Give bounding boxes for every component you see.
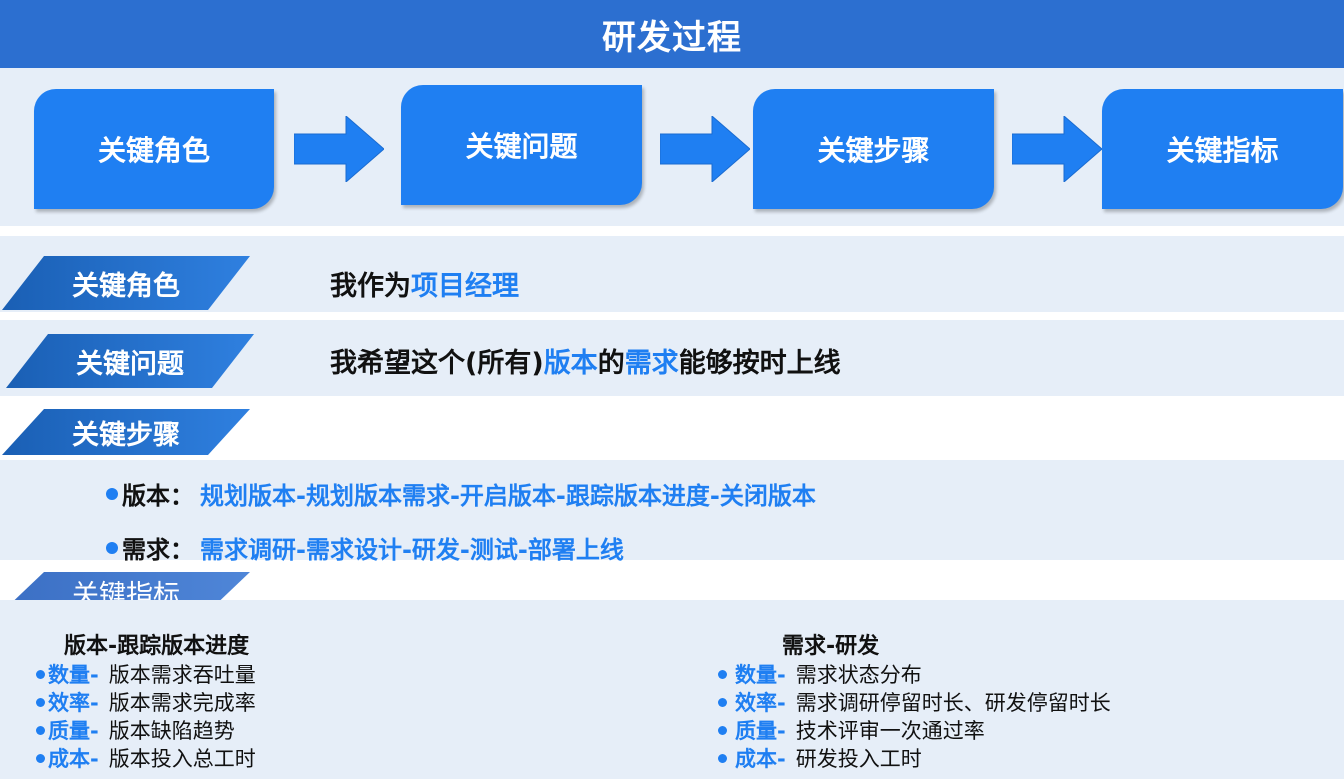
flow-step-question: 关键问题: [401, 85, 642, 205]
list-item: 质量-版本缺陷趋势: [36, 716, 256, 744]
bullet-icon: [36, 697, 45, 707]
role-statement: 我作为项目经理: [330, 271, 519, 302]
version-steps-line: 版本：规划版本-规划版本需求-开启版本-跟踪版本进度-关闭版本: [106, 476, 816, 511]
metrics-right-list: 数量-需求状态分布 效率-需求调研停留时长、研发停留时长 质量-技术评审一次通过…: [718, 660, 1111, 772]
list-item: 效率-版本需求完成率: [36, 688, 256, 716]
bullet-icon: [36, 753, 45, 763]
req-steps-line: 需求：需求调研-需求设计-研发-测试-部署上线: [106, 530, 624, 565]
list-item: 数量-需求状态分布: [718, 660, 1111, 688]
arrow-right-icon: [294, 116, 384, 182]
arrow-right-icon: [1012, 116, 1102, 182]
bullet-icon: [36, 725, 45, 735]
tag-question: 关键问题: [6, 334, 254, 388]
flow-step-metrics: 关键指标: [1102, 89, 1343, 209]
bullet-icon: [106, 487, 118, 500]
question-statement: 我希望这个(所有)版本的需求能够按时上线: [330, 348, 841, 379]
bullet-icon: [718, 725, 727, 735]
metrics-left-list: 数量-版本需求吞吐量 效率-版本需求完成率 质量-版本缺陷趋势 成本-版本投入总…: [36, 660, 256, 772]
bullet-icon: [718, 697, 727, 707]
metrics-band: [0, 600, 1344, 779]
tag-role: 关键角色: [2, 256, 250, 310]
list-item: 质量-技术评审一次通过率: [718, 716, 1111, 744]
role-highlight: 项目经理: [411, 271, 519, 302]
list-item: 数量-版本需求吞吐量: [36, 660, 256, 688]
page-title: 研发过程: [0, 0, 1344, 68]
bullet-icon: [36, 669, 45, 679]
flow-step-role: 关键角色: [34, 89, 274, 209]
list-item: 成本-版本投入总工时: [36, 744, 256, 772]
metrics-right-title: 需求-研发: [782, 634, 880, 659]
tag-steps: 关键步骤: [2, 409, 250, 455]
arrow-right-icon: [660, 116, 750, 182]
steps-band: [0, 460, 1344, 560]
flow-step-steps: 关键步骤: [753, 89, 994, 209]
list-item: 成本-研发投入工时: [718, 744, 1111, 772]
bullet-icon: [106, 541, 118, 554]
bullet-icon: [718, 669, 727, 679]
list-item: 效率-需求调研停留时长、研发停留时长: [718, 688, 1111, 716]
bullet-icon: [718, 753, 727, 763]
metrics-left-title: 版本-跟踪版本进度: [64, 634, 250, 659]
